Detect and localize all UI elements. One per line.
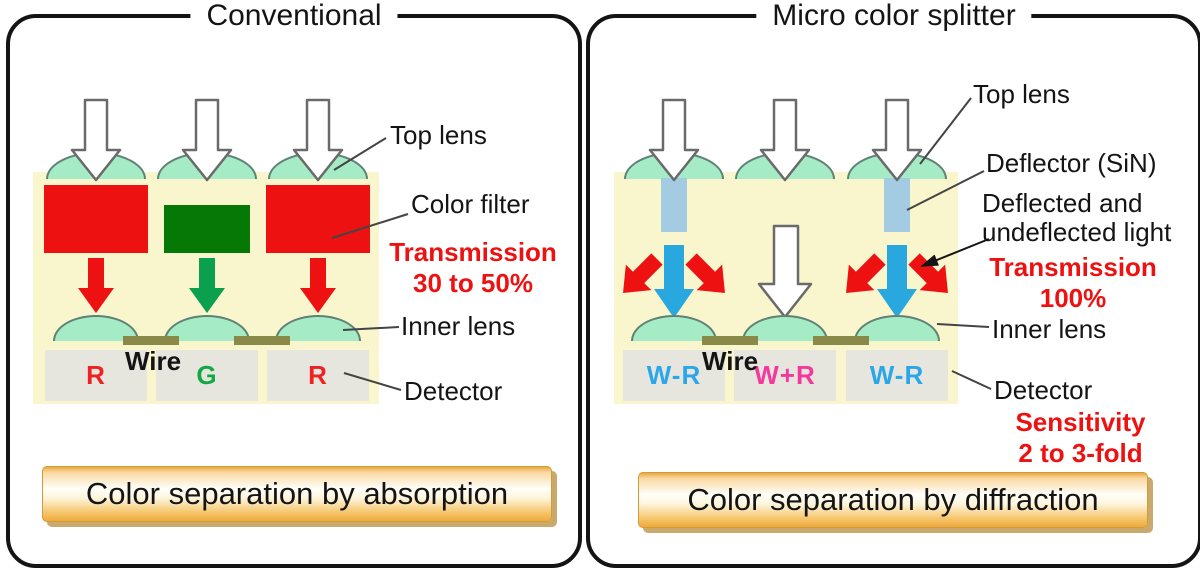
transmission-note: Transmission 100% [989,252,1157,313]
undeflected-light-arrow-icon [757,224,813,319]
color-filter-green [164,205,250,253]
incident-light-arrow-icon [648,98,700,182]
wire-bar [234,336,290,345]
panel-conventional: Conventional Wire [6,0,582,568]
deflected-red-arrow-icon [623,253,663,293]
detector-value: R [86,360,106,390]
filtered-light-arrow-red-icon [300,258,336,313]
detector-value: W+R [754,360,816,390]
blue-light-arrow-icon [654,245,694,318]
wire-label: Wire [702,346,759,376]
panel-micro-color-splitter: Micro color splitter [586,0,1200,568]
caption-absorption: Color separation by absorption [42,466,552,522]
deflected-light-label: Deflected and undeflected light [982,188,1172,247]
detector-value: R [308,360,328,390]
wire-bar [813,336,869,345]
detector-box: W+R [734,350,836,401]
detector-label: Detector [404,376,503,406]
panel-splitter-title: Micro color splitter [756,0,1032,33]
top-lens-label: Top lens [390,120,487,150]
deflected-red-arrow-icon [908,253,948,293]
blue-light-arrow-icon [877,245,917,318]
detector-box: R [267,350,369,401]
incident-light-arrow-icon [70,98,122,182]
detector-value: G [196,360,218,390]
deflected-red-arrow-icon [685,253,725,293]
incident-light-arrow-icon [871,98,923,182]
sensitivity-note: Sensitivity 2 to 3-fold [1015,407,1146,468]
deflector-sin [661,178,687,232]
detector-box: W-R [846,350,948,401]
detector-box: W-R [623,350,725,401]
wire-bar [123,336,179,345]
panel-conventional-title: Conventional [190,0,398,33]
inner-lens-label: Inner lens [992,314,1107,344]
deflector-label: Deflector (SiN) [986,148,1157,178]
wire-bar [702,336,758,345]
top-lens-label: Top lens [973,79,1070,109]
detector-label: Detector [994,375,1093,405]
filtered-light-arrow-red-icon [78,258,114,313]
incident-light-arrow-icon [181,98,233,182]
caption-diffraction: Color separation by diffraction [638,472,1148,528]
color-filter-red [44,185,148,253]
inner-lens-label: Inner lens [401,311,516,341]
color-filter-label: Color filter [411,189,530,219]
detector-box: R [45,350,147,401]
wire-label: Wire [125,346,182,376]
detector-value: W-R [646,360,702,390]
color-filter-red [266,185,370,253]
incident-light-arrow-icon [759,98,811,182]
detector-value: W-R [869,360,925,390]
transmission-note: Transmission 30 to 50% [389,237,557,298]
filtered-light-arrow-green-icon [189,258,225,313]
deflector-sin [884,178,910,232]
incident-light-arrow-icon [292,98,344,182]
deflected-red-arrow-icon [846,253,886,293]
detector-box: G [156,350,258,401]
